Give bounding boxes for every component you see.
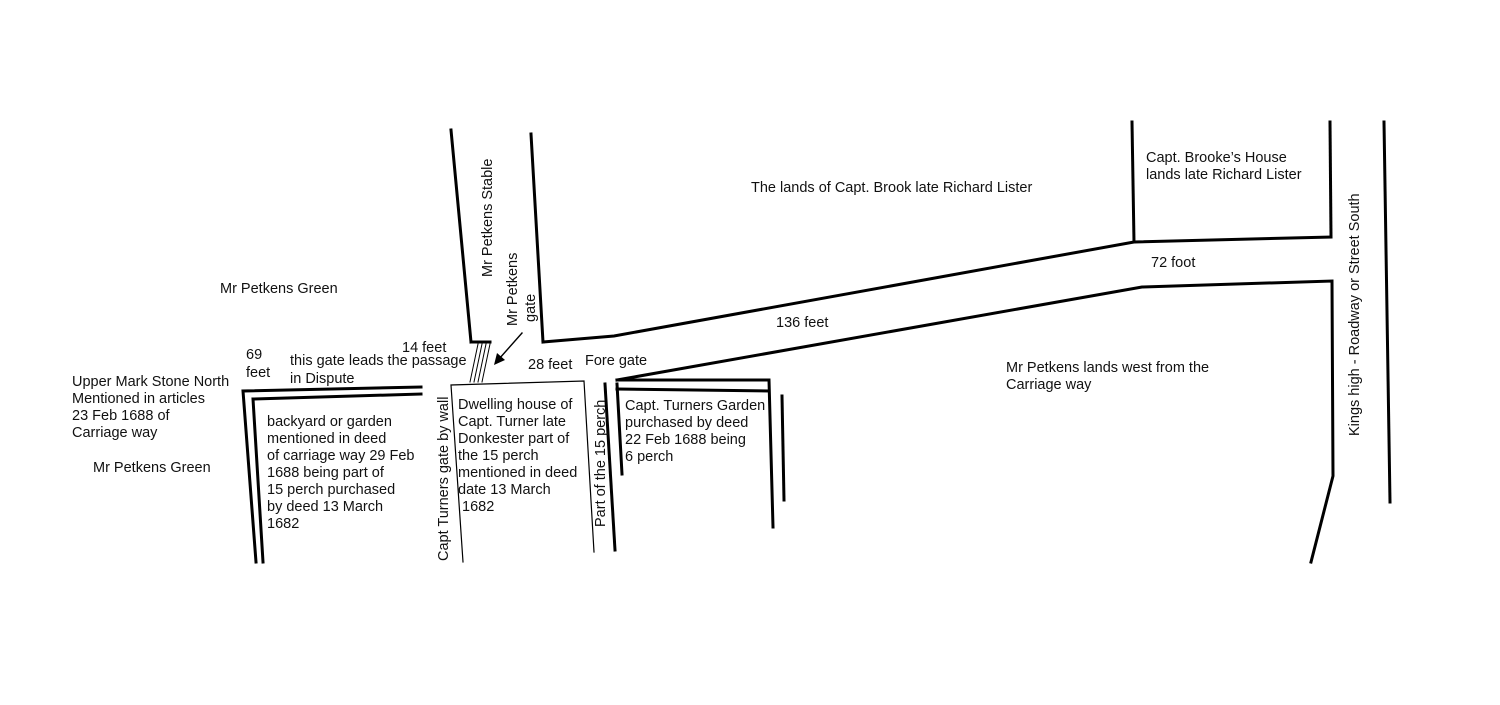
petkens-gate-label-1: Mr Petkens: [505, 253, 521, 326]
svg-text:Dwelling house of: Dwelling house of: [458, 397, 573, 413]
petkens-green-bottom-label: Mr Petkens Green: [93, 460, 211, 476]
carriage-way-south-edge: [615, 279, 1335, 564]
turners-garden-label: Capt. Turners Garden purchased by deed 2…: [625, 398, 765, 465]
brooke-house-label-1: Capt. Brooke’s House: [1146, 150, 1287, 166]
svg-text:Upper Mark Stone North: Upper Mark Stone North: [72, 374, 229, 390]
svg-text:6 perch: 6 perch: [625, 449, 673, 465]
brooke-house-east-wall: [1328, 120, 1333, 239]
svg-text:Carriage way: Carriage way: [72, 425, 158, 441]
feet-69-label-a: 69: [246, 347, 262, 363]
turners-garden-east-wall: [780, 394, 786, 502]
turners-garden-inner: [615, 387, 771, 393]
gate-passage-label-2: in Dispute: [290, 371, 354, 387]
gate-passage-label-1: this gate leads the passage: [290, 353, 467, 369]
feet-28-label: 28 feet: [528, 357, 572, 373]
svg-text:date 13 March: date 13 March: [458, 482, 551, 498]
turners-gate-label: Capt Turners gate by wall: [436, 397, 452, 561]
svg-text:1682: 1682: [458, 499, 494, 515]
perch-wall: [603, 382, 617, 552]
svg-text:1688 being part of: 1688 being part of: [267, 465, 385, 481]
svg-text:of carriage way 29 Feb: of carriage way 29 Feb: [267, 448, 415, 464]
foot-72-label: 72 foot: [1151, 255, 1195, 271]
mark-stone-label: Upper Mark Stone North Mentioned in arti…: [72, 374, 229, 441]
backyard-label: backyard or garden mentioned in deed of …: [267, 414, 415, 532]
dwelling-house-label: Dwelling house of Capt. Turner late Donk…: [458, 397, 577, 515]
lands-brook-label: The lands of Capt. Brook late Richard Li…: [751, 180, 1032, 196]
svg-text:the 15 perch: the 15 perch: [458, 448, 539, 464]
svg-text:15 perch purchased: 15 perch purchased: [267, 482, 395, 498]
feet-136-label: 136 feet: [776, 315, 828, 331]
svg-text:Mentioned in articles: Mentioned in articles: [72, 391, 205, 407]
svg-text:purchased by deed: purchased by deed: [625, 415, 748, 431]
turners-garden-outer: [615, 378, 775, 529]
svg-text:23 Feb 1688 of: 23 Feb 1688 of: [72, 408, 171, 424]
svg-text:Capt. Turners Garden: Capt. Turners Garden: [625, 398, 765, 414]
svg-text:Capt. Turner late: Capt. Turner late: [458, 414, 566, 430]
brooke-house-label-2: lands late Richard Lister: [1146, 167, 1302, 183]
svg-text:22 Feb 1688 being: 22 Feb 1688 being: [625, 432, 746, 448]
brooke-house-west-wall: [1130, 120, 1136, 244]
petkens-green-top-label: Mr Petkens Green: [220, 281, 338, 297]
gate-arrow: [494, 332, 523, 365]
stable-left-wall: [449, 128, 473, 344]
mark-stone-inner-line: [251, 392, 423, 564]
fore-gate-label: Fore gate: [585, 353, 647, 369]
mark-stone-outer-line: [241, 385, 423, 564]
part-15-perch-label: Part of the 15 perch: [593, 400, 609, 527]
svg-text:Donkester part of: Donkester part of: [458, 431, 570, 447]
petkens-lands-label-1: Mr Petkens lands west from the: [1006, 360, 1209, 376]
gate-hatching: [469, 343, 491, 383]
stable-right-wall: [529, 132, 545, 344]
svg-text:by deed 13 March: by deed 13 March: [267, 499, 383, 515]
kings-highway-edge: [1382, 120, 1392, 504]
dwelling-house-outline: [450, 380, 595, 563]
feet-69-label-b: feet: [246, 365, 270, 381]
carriage-way-north-edge: [541, 235, 1333, 344]
svg-text:backyard or garden: backyard or garden: [267, 414, 392, 430]
kings-high-label: Kings high - Roadway or Street South: [1347, 193, 1363, 436]
svg-text:mentioned in deed: mentioned in deed: [267, 431, 386, 447]
svg-text:mentioned in deed: mentioned in deed: [458, 465, 577, 481]
perch-short-wall: [615, 382, 624, 476]
svg-text:1682: 1682: [267, 516, 299, 532]
feet-14-label: 14 feet: [402, 340, 446, 356]
petkens-stable-label: Mr Petkens Stable: [480, 159, 496, 277]
petkens-gate-label-2: gate: [523, 294, 539, 322]
petkens-lands-label-2: Carriage way: [1006, 377, 1092, 393]
